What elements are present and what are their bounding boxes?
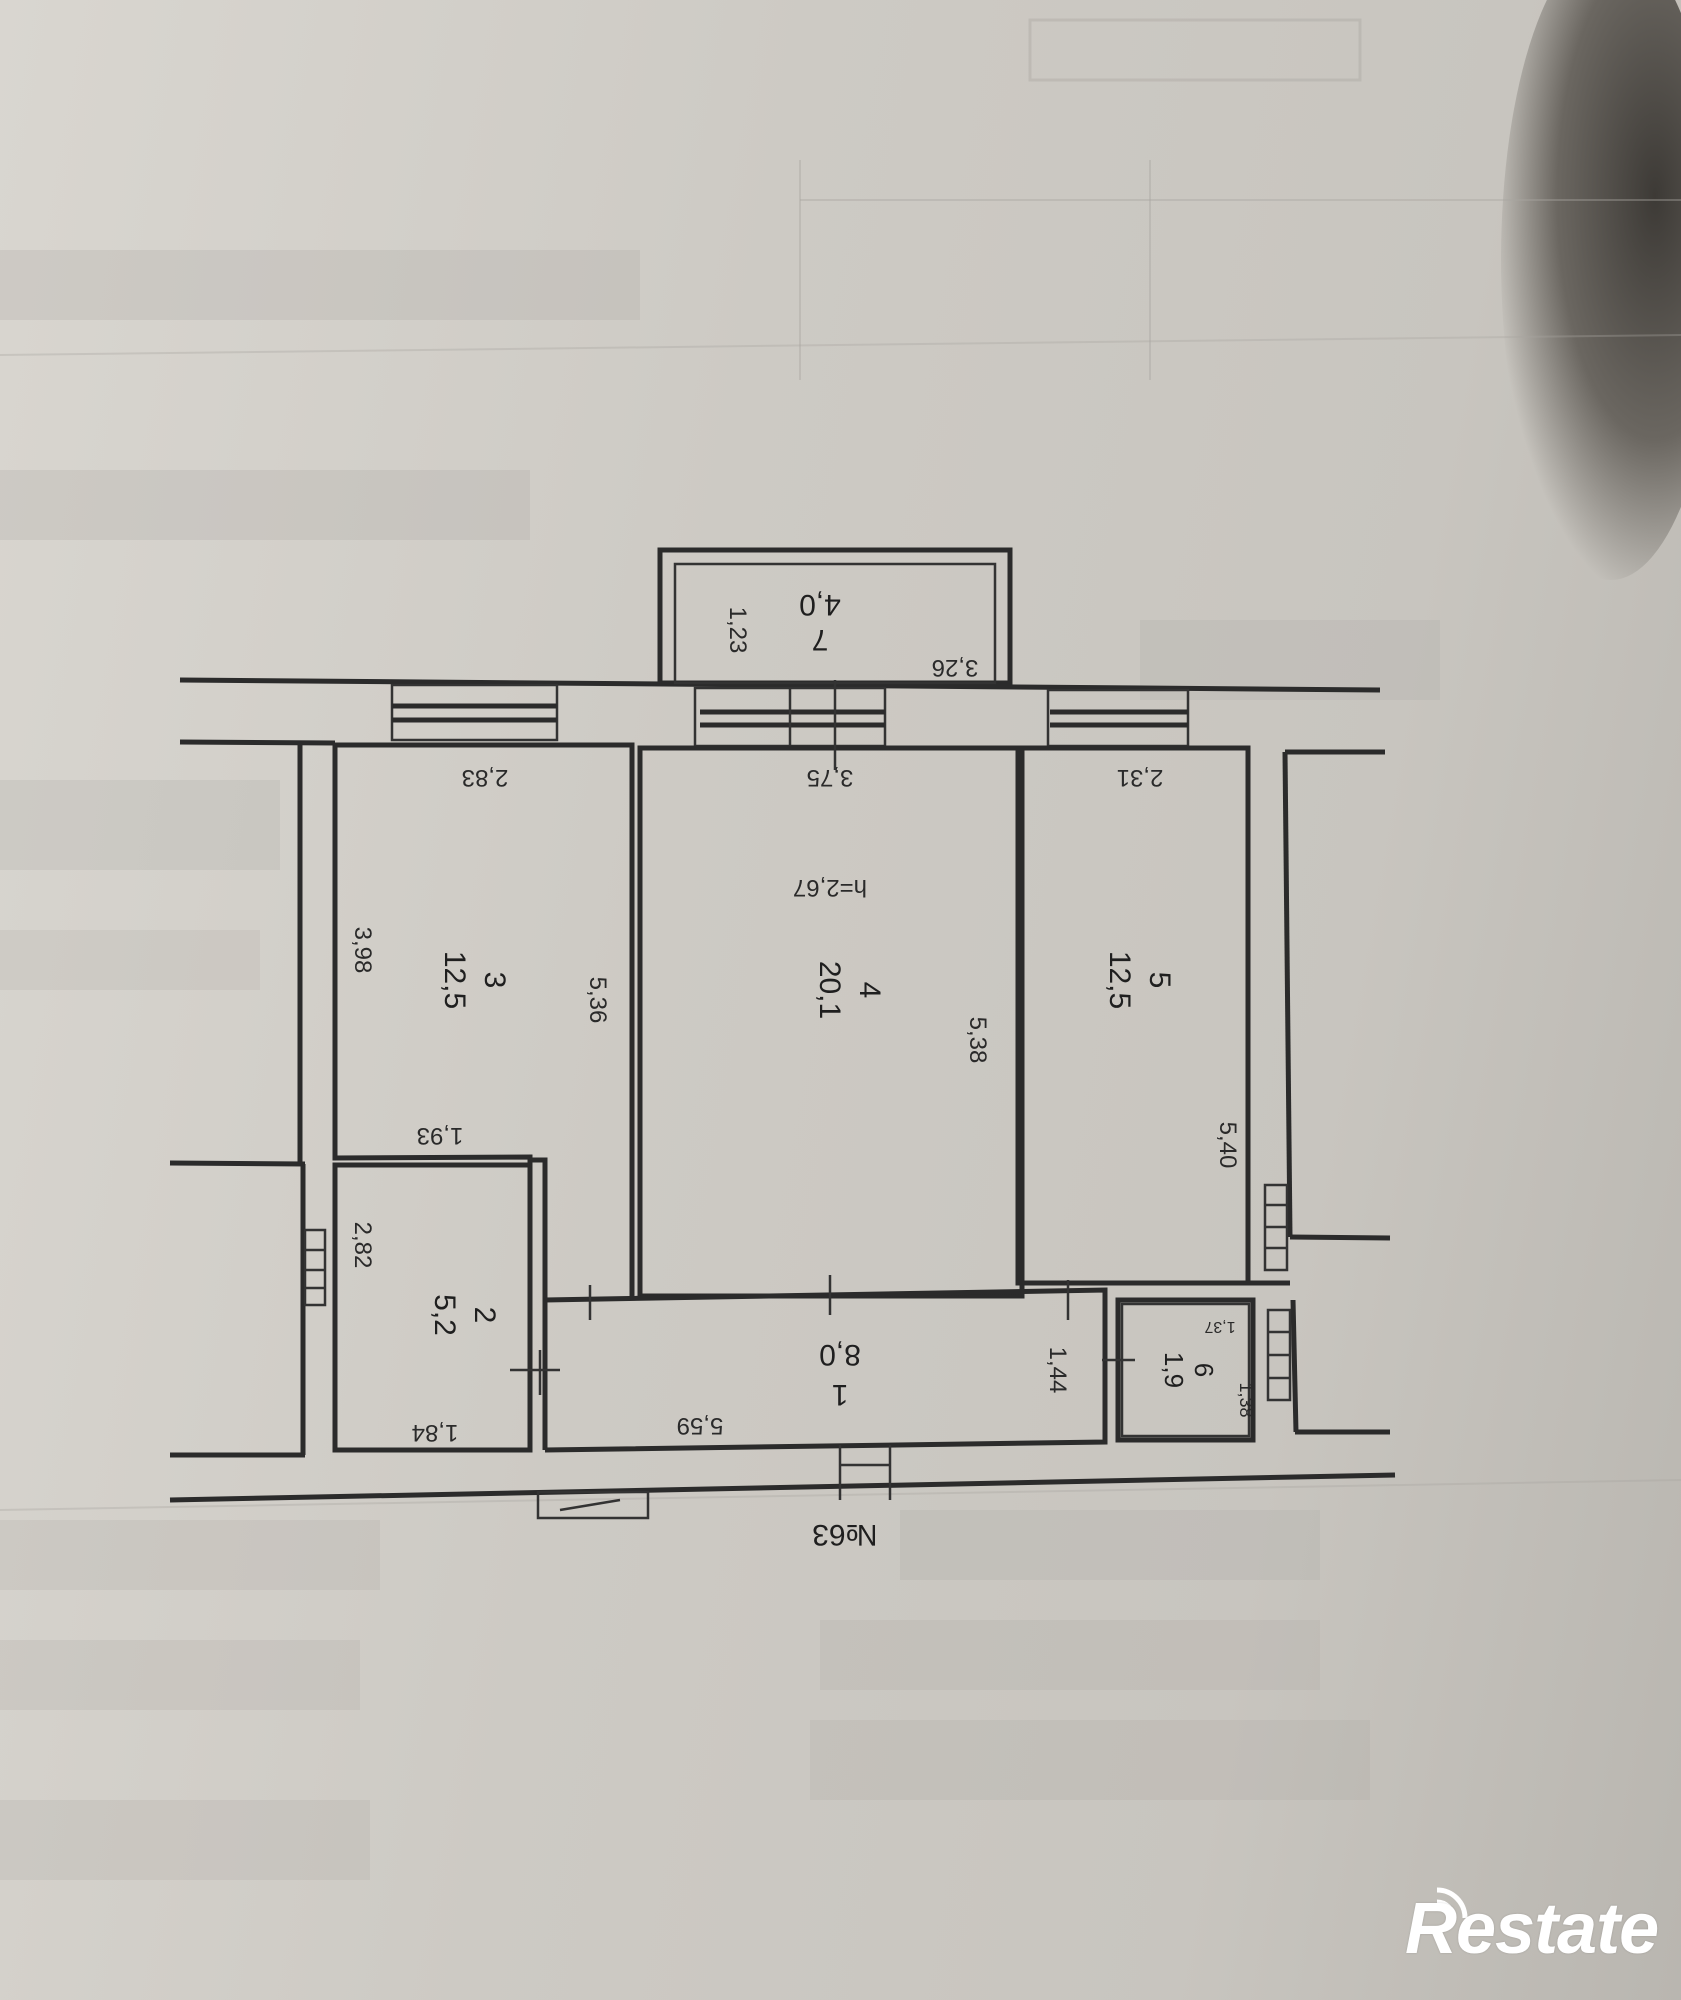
room-4-number: 4 bbox=[853, 982, 886, 999]
room-2-dim-a: 2,82 bbox=[349, 1222, 376, 1269]
room-6-dim-a: 1,37 bbox=[1204, 1318, 1235, 1335]
room-5-area: 12,5 bbox=[1103, 951, 1136, 1009]
bleed-through-text bbox=[0, 18, 1681, 1880]
room-3-dim-a: 2,83 bbox=[462, 764, 509, 791]
room-4-area: 20,1 bbox=[813, 961, 846, 1019]
room-3-dim-b: 3,98 bbox=[349, 927, 376, 974]
room-6-labels: 1,37 1,9 6 1,38 bbox=[1159, 1318, 1256, 1418]
room-5-dim-a: 2,31 bbox=[1117, 764, 1164, 791]
room-2-area: 5,2 bbox=[428, 1294, 461, 1336]
room-3-dim-d: 1,93 bbox=[417, 1122, 464, 1149]
room-2-number: 2 bbox=[468, 1307, 501, 1324]
logo-text: Restate bbox=[1405, 1889, 1659, 1969]
room-1-dim-b: 1,44 bbox=[1044, 1347, 1071, 1394]
room-7-number: 7 bbox=[812, 623, 829, 656]
room-1-number: 1 bbox=[832, 1378, 849, 1411]
room-1-labels: 8,0 1 5,59 1,44 bbox=[677, 1338, 1071, 1439]
room-3-labels: 2,83 3,98 12,5 3 5,36 1,93 bbox=[349, 764, 611, 1149]
room-outlines bbox=[332, 742, 1290, 1453]
room-1-area: 8,0 bbox=[819, 1338, 861, 1371]
room-7-width: 3,26 bbox=[932, 654, 979, 681]
room-2-labels: 2,82 5,2 2 1,84 bbox=[349, 1222, 501, 1446]
windows-top bbox=[390, 683, 1190, 748]
signal-icon bbox=[1436, 1887, 1468, 1919]
room-1-dim-a: 5,59 bbox=[677, 1412, 724, 1439]
room-5-number: 5 bbox=[1143, 972, 1176, 989]
room-5-labels: 2,31 12,5 5 5,40 bbox=[1103, 764, 1241, 1168]
room-6-dim-b: 1,38 bbox=[1236, 1382, 1256, 1417]
radiators bbox=[303, 1183, 1292, 1520]
room-7-depth: 1,23 bbox=[724, 607, 751, 654]
room-3-area: 12,5 bbox=[438, 951, 471, 1009]
room-6-area: 1,9 bbox=[1159, 1352, 1189, 1388]
room-4-height: h=2,67 bbox=[793, 874, 867, 901]
room-6-number: 6 bbox=[1189, 1363, 1219, 1377]
room-7-labels: 7 4,0 3,26 1,23 bbox=[724, 588, 978, 681]
room-4-labels: 3,75 h=2,67 20,1 4 5,38 bbox=[793, 764, 991, 1063]
room-3-number: 3 bbox=[478, 972, 511, 989]
room-4-dim-b: 5,38 bbox=[964, 1017, 991, 1064]
restate-logo: Restate bbox=[1375, 1880, 1675, 1990]
room-5-dim-b: 5,40 bbox=[1214, 1122, 1241, 1169]
entrance-number: №63 bbox=[812, 1518, 878, 1551]
room-7-area: 4,0 bbox=[799, 588, 841, 621]
room-3-dim-c: 5,36 bbox=[584, 977, 611, 1024]
room-2-dim-b: 1,84 bbox=[412, 1419, 459, 1446]
room-4-dim-a: 3,75 bbox=[807, 764, 854, 791]
dimension-ticks bbox=[510, 680, 1135, 1500]
